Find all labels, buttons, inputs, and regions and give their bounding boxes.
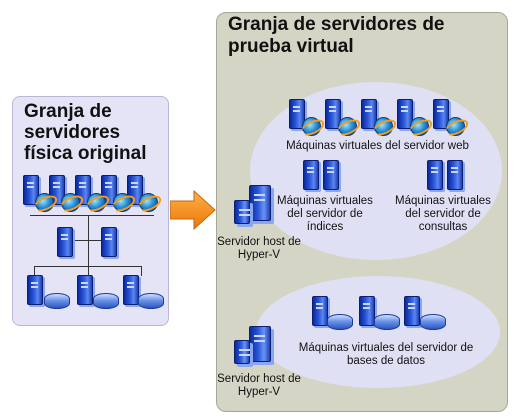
globe-icon <box>61 193 80 212</box>
database-disk-icon <box>44 293 70 309</box>
hyperv-host-server-icon <box>234 340 250 364</box>
database-disk-icon <box>374 314 400 330</box>
db-server-icon <box>123 275 139 305</box>
hyperv-host-server-icon <box>234 200 250 224</box>
web-vm-icon <box>361 99 377 129</box>
db-vm-icon <box>312 296 328 326</box>
database-disk-icon <box>138 293 164 309</box>
query-server-icon <box>101 227 117 257</box>
web-vm-icon <box>289 99 305 129</box>
web-vm-icon <box>433 99 449 129</box>
globe-icon <box>374 117 393 136</box>
physical-farm-title: Granja de servidores física original <box>24 101 147 164</box>
database-disk-icon <box>327 314 353 330</box>
web-vm-icon <box>325 99 341 129</box>
globe-icon <box>87 193 106 212</box>
globe-icon <box>302 117 321 136</box>
bottom-vm-group-ellipse <box>256 276 500 388</box>
db-server-icon <box>77 275 93 305</box>
globe-icon <box>113 193 132 212</box>
db-vm-icon <box>359 296 375 326</box>
virtual-farm-title: Granja de servidores de prueba virtual <box>228 14 445 57</box>
hyperv-host-label: Servidor host de Hyper-V <box>217 236 301 261</box>
connector-line <box>141 266 142 276</box>
hyperv-host-server-icon <box>249 326 271 362</box>
query-vms-label: Máquinas virtuales del servidor de consu… <box>395 195 491 233</box>
globe-icon <box>35 193 54 212</box>
database-disk-icon <box>420 314 446 330</box>
query-vm-icon <box>427 160 443 190</box>
connector-line <box>34 266 142 267</box>
index-vm-icon <box>303 160 319 190</box>
db-vms-label: Máquinas virtuales del servidor de bases… <box>298 342 474 367</box>
globe-icon <box>338 117 357 136</box>
hyperv-host-server-icon <box>249 185 271 221</box>
connector-line <box>34 266 35 276</box>
index-server-icon <box>57 227 73 257</box>
globe-icon <box>139 193 158 212</box>
connector-line <box>88 215 89 293</box>
database-disk-icon <box>93 293 119 309</box>
db-server-icon <box>27 275 43 305</box>
connector-line <box>30 215 154 216</box>
index-vms-label: Máquinas virtuales del servidor de índic… <box>277 195 373 233</box>
arrow-right-icon <box>170 190 216 230</box>
connector-line <box>66 240 110 241</box>
db-vm-icon <box>404 296 420 326</box>
web-vm-icon <box>397 99 413 129</box>
hyperv-host-label: Servidor host de Hyper-V <box>217 373 301 398</box>
globe-icon <box>446 117 465 136</box>
index-vm-icon <box>323 160 339 190</box>
globe-icon <box>410 117 429 136</box>
query-vm-icon <box>447 160 463 190</box>
web-vms-label: Máquinas virtuales del servidor web <box>286 140 469 152</box>
